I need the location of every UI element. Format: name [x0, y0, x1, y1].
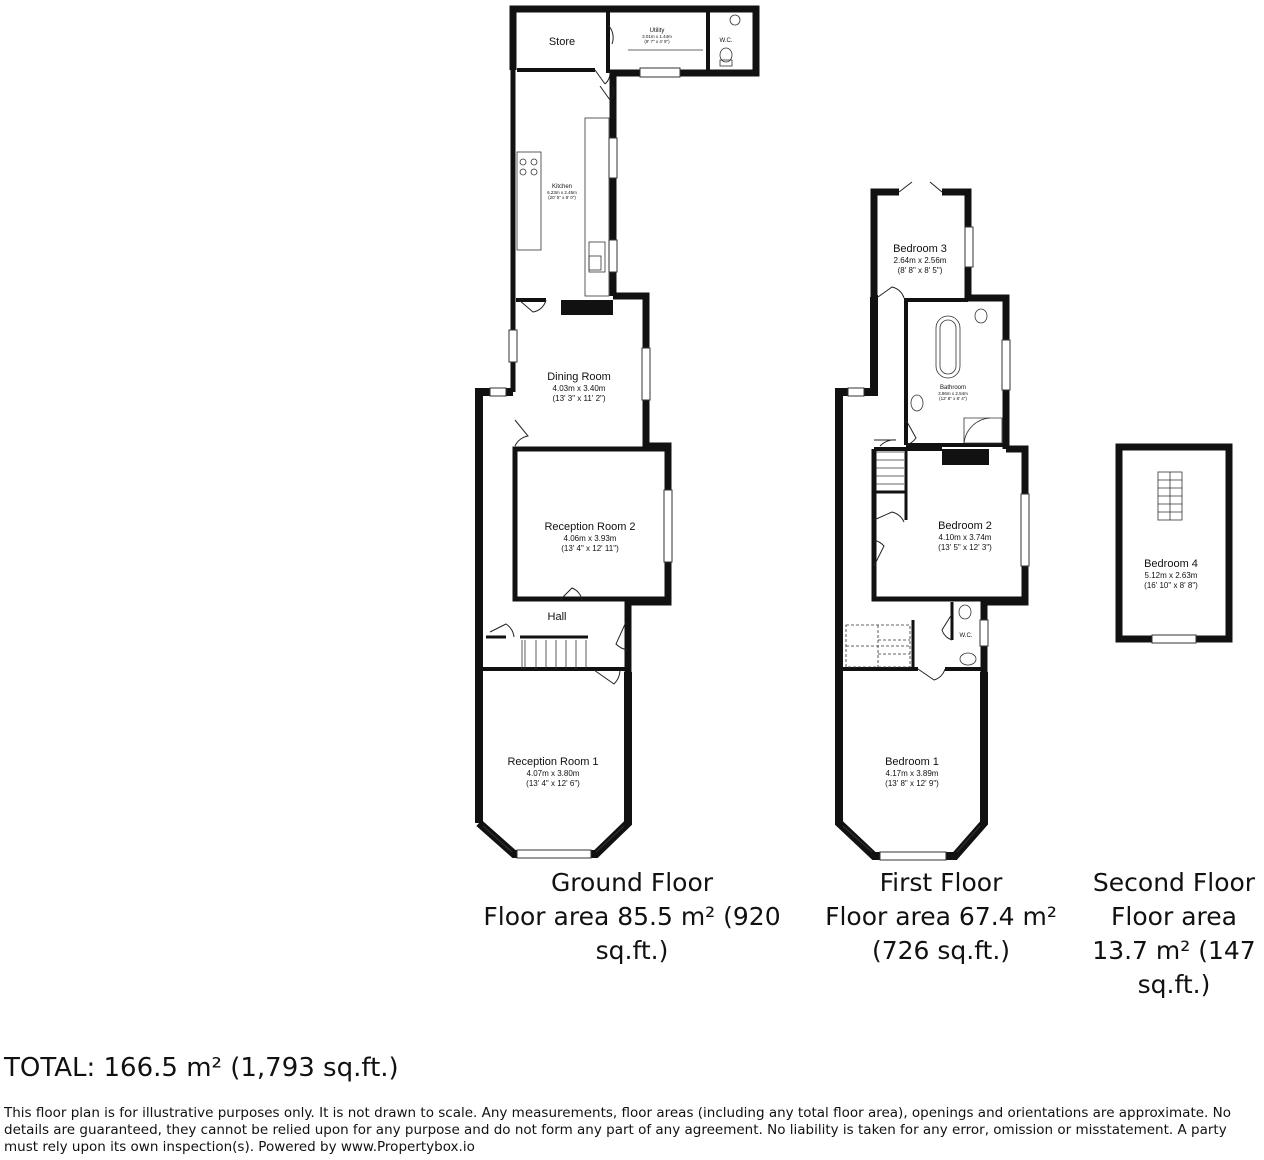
first-floor-title: First Floor [879, 868, 1003, 897]
ground-floor-labels: Store Utility 3.01m x 1.44m (9' 7" x 4' … [507, 28, 732, 788]
reception-room-1-dim-imperial: (13' 4" x 12' 6") [526, 779, 580, 788]
ground-floor-title: Ground Floor [550, 868, 714, 897]
bedroom-3-dim-imperial: (8' 8" x 8' 5") [898, 266, 943, 275]
store-label: Store [549, 36, 575, 48]
first-floor-caption: First Floor Floor area 67.4 m² (726 sq.f… [810, 866, 1072, 968]
second-floor-walls [1115, 443, 1233, 643]
ground-floor-caption: Ground Floor Floor area 85.5 m² (920 sq.… [455, 866, 809, 968]
floor-plan-drawing: Store Utility 3.01m x 1.44m (9' 7" x 4' … [475, 5, 1233, 861]
kitchen-dim-imperial: (20' 5" x 8' 0") [548, 195, 576, 200]
bedroom-2-dim-imperial: (13' 5" x 12' 3") [938, 543, 992, 552]
windows [482, 67, 1197, 861]
first-floor-labels: Bedroom 3 2.64m x 2.56m (8' 8" x 8' 5") … [885, 243, 992, 788]
second-floor-caption: Second Floor Floor area 13.7 m² (147 sq.… [1086, 866, 1262, 1002]
reception-room-1-label: Reception Room 1 [507, 756, 598, 768]
bedroom-4-dim-imperial: (16' 10" x 8' 8") [1144, 581, 1198, 590]
bedroom-3-dim: 2.64m x 2.56m [894, 256, 947, 265]
door-swings [489, 24, 953, 685]
dining-room-dim-imperial: (13' 3" x 11' 2") [552, 394, 605, 403]
reception-room-2-dim: 4.06m x 3.93m [564, 534, 617, 543]
total-area: TOTAL: 166.5 m² (1,793 sq.ft.) [4, 1053, 399, 1083]
reception-room-2-dim-imperial: (13' 4" x 12' 11") [561, 544, 619, 553]
ground-floor-area: Floor area 85.5 m² (920 sq.ft.) [483, 902, 781, 965]
bedroom-3-label: Bedroom 3 [893, 243, 947, 255]
reception-room-1-dim: 4.07m x 3.80m [527, 769, 580, 778]
first-floor-area: Floor area 67.4 m² (726 sq.ft.) [825, 902, 1057, 965]
bedroom-2-label: Bedroom 2 [938, 520, 992, 532]
bedroom-1-label: Bedroom 1 [885, 756, 939, 768]
bedroom-1-dim: 4.17m x 3.89m [886, 769, 939, 778]
ground-wc-label: W.C. [720, 38, 733, 44]
fixtures [516, 14, 1183, 669]
disclaimer-text: This floor plan is for illustrative purp… [4, 1105, 1231, 1155]
bedroom-4-label: Bedroom 4 [1144, 558, 1198, 570]
ground-floor-walls [475, 5, 760, 858]
bathroom-label: Bathroom [940, 385, 966, 391]
hall-label: Hall [548, 611, 567, 623]
bathroom-dim: 3.86m x 2.54m [938, 391, 968, 396]
bedroom-2-dim: 4.10m x 3.74m [939, 533, 992, 542]
utility-dim-imperial: (9' 7" x 4' 9") [644, 39, 670, 44]
second-floor-labels: Bedroom 4 5.12m x 2.63m (16' 10" x 8' 8"… [1144, 558, 1198, 590]
second-floor-title: Second Floor [1092, 868, 1256, 897]
kitchen-label: Kitchen [552, 184, 572, 190]
utility-label: Utility [650, 28, 665, 34]
dining-room-label: Dining Room [547, 371, 611, 383]
kitchen-dim: 6.23m x 2.45m [547, 190, 577, 195]
bedroom-4-dim: 5.12m x 2.63m [1145, 571, 1198, 580]
utility-dim: 3.01m x 1.44m [642, 34, 672, 39]
dining-room-dim: 4.03m x 3.40m [553, 384, 606, 393]
reception-room-2-label: Reception Room 2 [544, 521, 635, 533]
bedroom-1-dim-imperial: (13' 8" x 12' 9") [885, 779, 939, 788]
first-wc-label: W.C. [960, 633, 973, 639]
second-floor-area: Floor area 13.7 m² (147 sq.ft.) [1092, 902, 1256, 999]
bathroom-dim-imperial: (12' 8" x 8' 4") [939, 396, 967, 401]
